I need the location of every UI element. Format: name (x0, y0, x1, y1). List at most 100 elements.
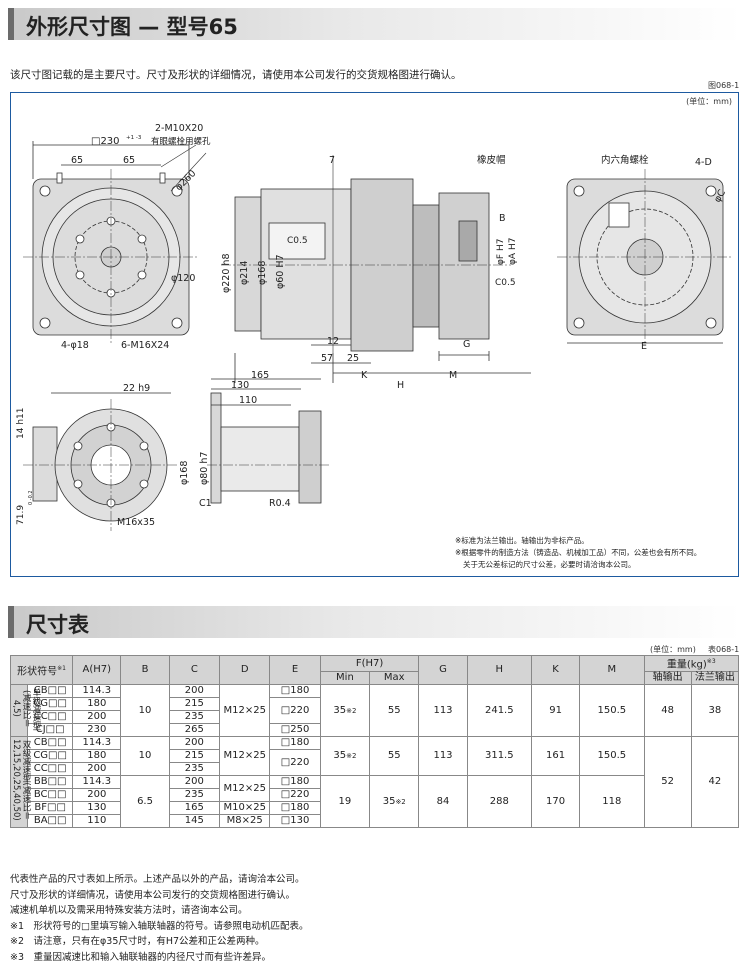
c-cell: 145 (168, 814, 221, 829)
footnote-6: ※3 重量因减速比和输入轴联轴器的内径尺寸而有些许差异。 (10, 951, 272, 963)
table-row: CC□□ 200 235 (11, 762, 739, 777)
k-cell: 91 (530, 684, 581, 738)
e-cell: □220 (269, 697, 321, 725)
label-130: 130 (231, 380, 249, 391)
a-cell: 200 (72, 710, 122, 725)
shaft-side-view (207, 378, 331, 504)
section-header-outline: 外形尺寸图 — 型号65 (8, 8, 742, 40)
weight-flange-cell: 38 (690, 684, 740, 738)
label-m16x35: M16x35 (117, 517, 155, 528)
label-hexbolt: 内六角螺栓 (601, 154, 649, 166)
label-14h11: 14 h11 (16, 408, 26, 439)
label-r04: R0.4 (269, 498, 291, 509)
h-cell: 288 (466, 775, 532, 829)
label-4-phi18: 4-φ18 (61, 340, 89, 351)
label-sq230-tol: +1 -3 (126, 135, 142, 141)
group-single-stage: 单级减速型(减速比＝4,5) (9, 684, 41, 738)
label-h: H (397, 380, 404, 391)
table-row: 双级减速型(减速比＝12,15,20,25,40,50) CB□□ 114.3 … (9, 736, 740, 829)
b-cell: 6.5 (120, 775, 170, 829)
e-cell: □180 (269, 736, 321, 751)
c-cell: 235 (168, 710, 221, 725)
figure-unit: (单位：mm) (686, 97, 732, 106)
table-row: 单级减速型(减速比＝4,5) CB□□ 114.3 10 200 M12×25 … (9, 684, 740, 738)
header-a: A(H7) (72, 654, 122, 686)
c-cell: 200 (168, 736, 221, 751)
drawing-note-1: ※标准为法兰输出。轴输出为非标产品。 (455, 535, 589, 545)
c-cell: 215 (168, 749, 221, 764)
model-cell: BA□□ (27, 814, 74, 829)
footnote-3: 减速机单机以及需采用特殊安装方法时，请咨询本公司。 (10, 905, 248, 917)
fmax-cell: 35※2 (369, 775, 420, 829)
header-weight-shaft: 轴输出 (643, 671, 692, 686)
label-12: 12 (327, 336, 339, 347)
header-accent-bar (8, 8, 14, 40)
label-25: 25 (347, 353, 359, 364)
table-unit: (单位：mm) (650, 645, 696, 654)
model-cell: BB□□ (27, 775, 74, 790)
c-cell: 265 (168, 723, 221, 738)
model-cell: CB□□ (27, 684, 74, 699)
header-h: H (466, 654, 532, 686)
label-c1: C1 (199, 498, 212, 509)
h-cell: 241.5 (466, 684, 532, 738)
c-cell: 235 (168, 762, 221, 777)
fmax-cell: 55 (369, 736, 420, 777)
m-cell: 150.5 (579, 736, 645, 777)
header-model: 形状符号※1 (9, 654, 74, 686)
label-phi220: φ220 h8 (221, 254, 232, 293)
table-header-row-1: 形状符号※1 A(H7) B C D E F(H7) G H K M 重量(kg… (9, 654, 740, 686)
footnote-1: 代表性产品的尺寸表如上所示。上述产品以外的产品，请询洽本公司。 (10, 874, 305, 885)
figure-number: 图068-1 (708, 81, 740, 90)
d-cell: M12×25 (219, 736, 271, 777)
e-cell: □220 (269, 788, 321, 803)
label-7: 7 (329, 155, 335, 166)
a-cell: 114.3 (72, 736, 122, 751)
side-view (221, 155, 531, 383)
a-cell: 200 (72, 788, 122, 803)
m-cell: 150.5 (579, 684, 645, 738)
model-cell: CB□□ (27, 736, 74, 751)
label-b: B (499, 213, 506, 224)
e-cell: □180 (269, 684, 321, 699)
g-cell: 84 (418, 775, 468, 829)
label-g: G (463, 339, 470, 350)
weight-shaft-cell: 48 (643, 684, 692, 738)
label-phia: φA H7 (508, 238, 518, 265)
label-110: 110 (239, 395, 257, 406)
label-phi214: φ214 (239, 261, 250, 285)
k-cell: 170 (530, 775, 581, 829)
e-cell: □180 (269, 801, 321, 816)
label-sq230: □230 (91, 136, 120, 147)
label-57: 57 (321, 353, 333, 364)
weight-flange-cell: 42 (690, 736, 740, 829)
table-header-row-2: Min Max 轴输出 法兰输出 (11, 671, 740, 686)
header-f-min: Min (319, 671, 371, 686)
label-grommet: 橡皮帽 (477, 154, 506, 166)
label-phif: φF H7 (496, 239, 506, 265)
d-cell: M12×25 (219, 775, 271, 803)
header-m: M (579, 654, 645, 686)
label-165: 165 (251, 370, 269, 381)
model-cell: BC□□ (27, 788, 74, 803)
b-cell: 10 (120, 684, 170, 738)
label-m16x24: 6-M16X24 (121, 340, 169, 351)
label-phi80: φ80 h7 (199, 452, 210, 485)
label-phi168b: φ168 (179, 461, 190, 485)
c-cell: 215 (168, 697, 221, 712)
m-cell: 118 (579, 775, 645, 829)
label-c05b: C0.5 (495, 278, 516, 288)
footnote-4: ※1 形状符号的□里填写输入轴联轴器的符号。请参照电动机匹配表。 (10, 920, 309, 932)
table-row: CJ□□ 230 265 □250 (11, 723, 739, 738)
header-k: K (530, 654, 581, 686)
header-b: B (120, 654, 170, 686)
label-e: E (641, 341, 647, 352)
header-weight: 重量(kg)※3 (643, 654, 740, 673)
section-title-dimension-table: 尺寸表 (26, 613, 89, 637)
header-d: D (219, 654, 271, 686)
drawing-note-2: ※根据零件的制造方法（铸造品、机械加工品）不同，公差也会有所不同。 (455, 547, 701, 557)
model-cell: CC□□ (27, 710, 74, 725)
table-row: BA□□ 110 145 M8×25 □130 (11, 814, 739, 829)
table-number: 表068-1 (708, 645, 740, 654)
a-cell: 230 (72, 723, 122, 738)
